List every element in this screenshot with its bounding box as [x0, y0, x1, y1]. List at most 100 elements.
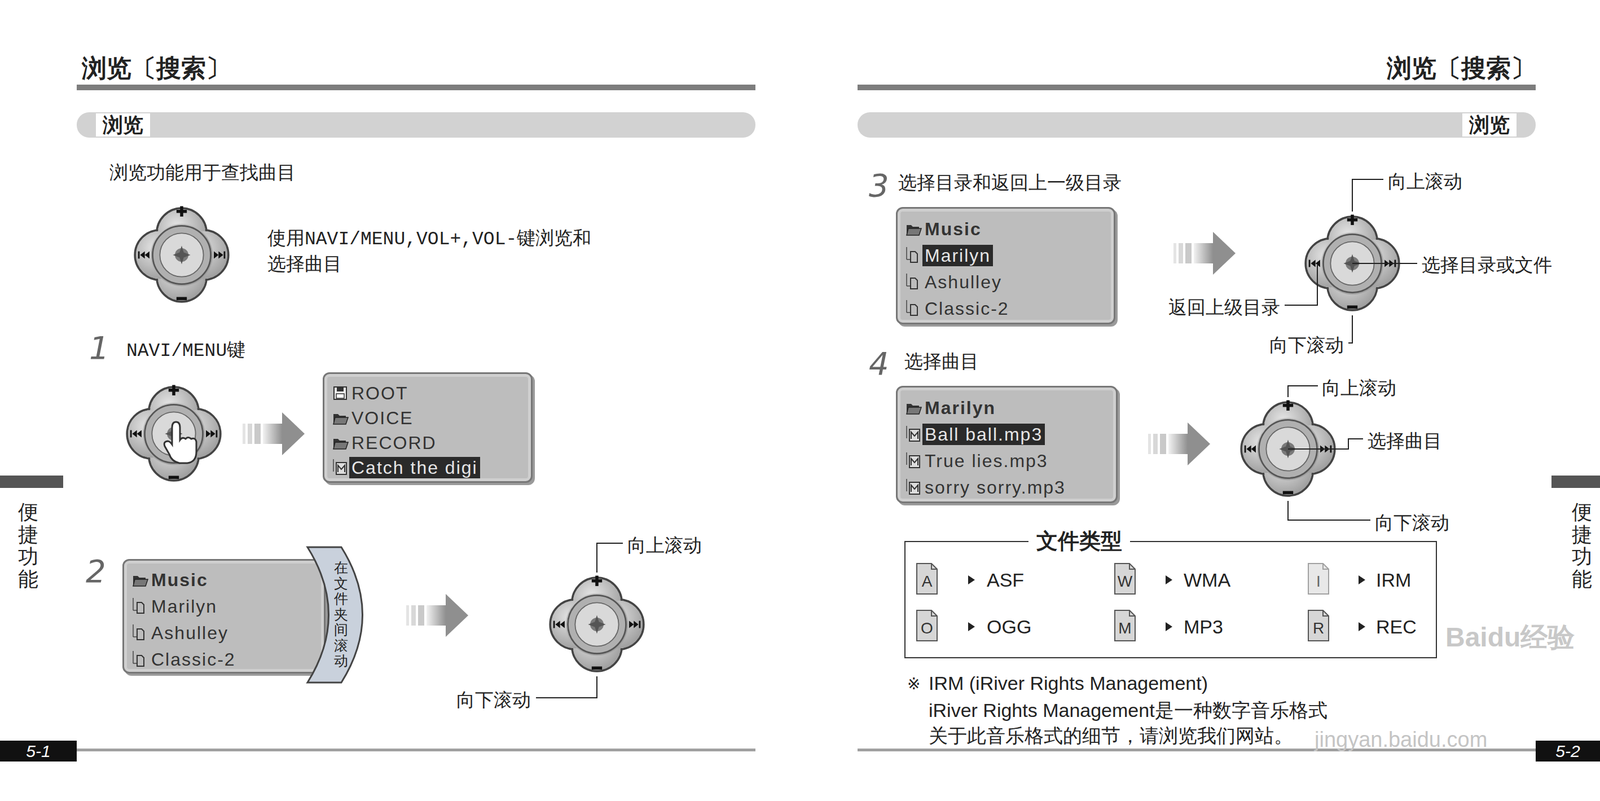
legend-text: MP3: [1183, 615, 1224, 639]
lcd-text: ROOT: [349, 382, 411, 404]
page-number-box: 5-1: [0, 740, 77, 762]
icon-letter: I: [1316, 572, 1321, 591]
legend-text: OGG: [986, 615, 1032, 639]
lcd-text: Catch the digi: [349, 456, 481, 479]
illustration-part: [1148, 422, 1211, 466]
lcd-icon: [905, 452, 923, 470]
lcd-icon: [132, 651, 149, 668]
lcd-text: Marilyn: [922, 397, 999, 419]
lcd-row: Music: [905, 215, 984, 243]
lcd-row: Marilyn: [132, 592, 220, 620]
illustration-part: [1352, 179, 1384, 212]
lcd-text: True lies.mp3: [922, 450, 1051, 472]
lcd-text: Marilyn: [922, 244, 993, 267]
lcd-text: Music: [148, 569, 211, 591]
lcd-row: VOICE: [332, 405, 416, 431]
illustration-part: [134, 206, 229, 302]
lcd-row: ROOT: [332, 380, 411, 406]
lcd-icon: [905, 399, 923, 417]
illustration-part: [1114, 563, 1136, 595]
label-text: 浏览〔搜索〕: [1386, 51, 1536, 86]
lcd-row: Ashulley: [132, 619, 231, 646]
illustration-part: [76, 84, 756, 91]
lcd-icon: [332, 409, 350, 427]
page-number: 5-1: [25, 741, 51, 762]
lcd-icon: [905, 425, 923, 443]
lcd-text: RECORD: [349, 432, 439, 454]
icon-letter: W: [1117, 572, 1133, 591]
lcd-text: Classic-2: [922, 297, 1012, 320]
illustration-part: [968, 575, 975, 585]
illustration-part: [406, 594, 469, 637]
lcd-row: Classic-2: [132, 645, 239, 673]
illustration-part: [1173, 231, 1236, 275]
lcd-text: Marilyn: [148, 595, 220, 618]
illustration-part: [596, 543, 623, 573]
label-text: IRM (iRiver Rights Management): [928, 672, 1208, 695]
lcd-icon: [905, 478, 923, 496]
illustration-part: [1308, 563, 1329, 595]
lcd-text: Classic-2: [148, 648, 239, 671]
legend-heading: 文件类型: [1028, 528, 1131, 554]
illustration-part: [0, 475, 64, 489]
label-text: 向下滚动: [1269, 332, 1344, 359]
label-text: NAVI/MENU键: [126, 337, 246, 363]
section-title: 浏览: [95, 113, 151, 137]
lcd-row: Ashulley: [905, 268, 1005, 296]
lcd-icon: [332, 434, 350, 452]
label-text: 3: [868, 166, 890, 204]
illustration-part: [1288, 385, 1318, 398]
lcd-text: Ball ball.mp3: [922, 423, 1045, 446]
illustration-part: [1348, 315, 1353, 344]
lcd-text: Ashulley: [148, 622, 231, 644]
legend-box: 文件类型: [904, 541, 1437, 659]
watermark: Baidu经验: [1445, 619, 1575, 656]
lcd-row: Marilyn: [905, 394, 999, 421]
illustration-part: [1305, 214, 1400, 311]
label-text: 4: [868, 345, 890, 382]
lcd-icon: [132, 571, 149, 589]
lcd-row: sorry sorry.mp3: [905, 473, 1068, 501]
illustration-part: [1241, 400, 1335, 496]
page-number-box: 5-2: [1535, 740, 1600, 762]
section-band: 浏览: [857, 112, 1536, 138]
lcd-icon: [905, 273, 923, 291]
lcd-row: Music: [132, 566, 211, 593]
lcd-icon: [905, 247, 923, 265]
illustration-part: [1165, 622, 1173, 632]
label-text: 选择曲目: [1367, 428, 1443, 455]
lcd-icon: [332, 459, 350, 477]
lcd-screen: MarilynBall ball.mp3True lies.mp3 sorry s…: [895, 385, 1118, 504]
illustration-part: [242, 412, 305, 456]
icon-letter: O: [920, 619, 934, 638]
legend-text: ASF: [986, 568, 1024, 592]
label-text: 向上滚动: [627, 533, 702, 559]
label-text: 浏览功能用于查找曲目: [109, 160, 296, 186]
label-text: ※: [907, 674, 921, 694]
lcd-row: Marilyn: [905, 242, 993, 269]
lcd-row: Classic-2: [905, 295, 1012, 322]
illustration-part: [1288, 500, 1371, 521]
illustration-part: [968, 622, 975, 632]
label-text: 向上滚动: [1321, 375, 1397, 402]
lcd-screen: MusicMarilynAshulleyClassic-2: [122, 559, 326, 674]
illustration-part: [126, 385, 221, 481]
lcd-text: sorry sorry.mp3: [922, 476, 1068, 499]
legend-text: IRM: [1376, 568, 1412, 592]
illustration-part: [1114, 610, 1136, 641]
illustration-part: [916, 610, 938, 641]
illustration-part: [164, 422, 197, 464]
label-text: 向上滚动: [1387, 169, 1463, 195]
illustration-part: [1308, 610, 1329, 641]
icon-letter: R: [1312, 619, 1325, 638]
lcd-icon: [132, 598, 149, 615]
lcd-row: Catch the digi: [332, 455, 481, 481]
icon-letter: M: [1118, 619, 1132, 638]
illustration-part: [1551, 475, 1600, 489]
label-text: 向下滚动: [456, 687, 531, 714]
tab-text: 在文件夹间滚动: [333, 560, 349, 670]
watermark: jingyan.baidu.com: [1314, 727, 1488, 753]
lcd-row: True lies.mp3: [905, 447, 1051, 474]
label-text: 选择曲目: [904, 349, 979, 375]
illustration-part: [1358, 575, 1366, 585]
